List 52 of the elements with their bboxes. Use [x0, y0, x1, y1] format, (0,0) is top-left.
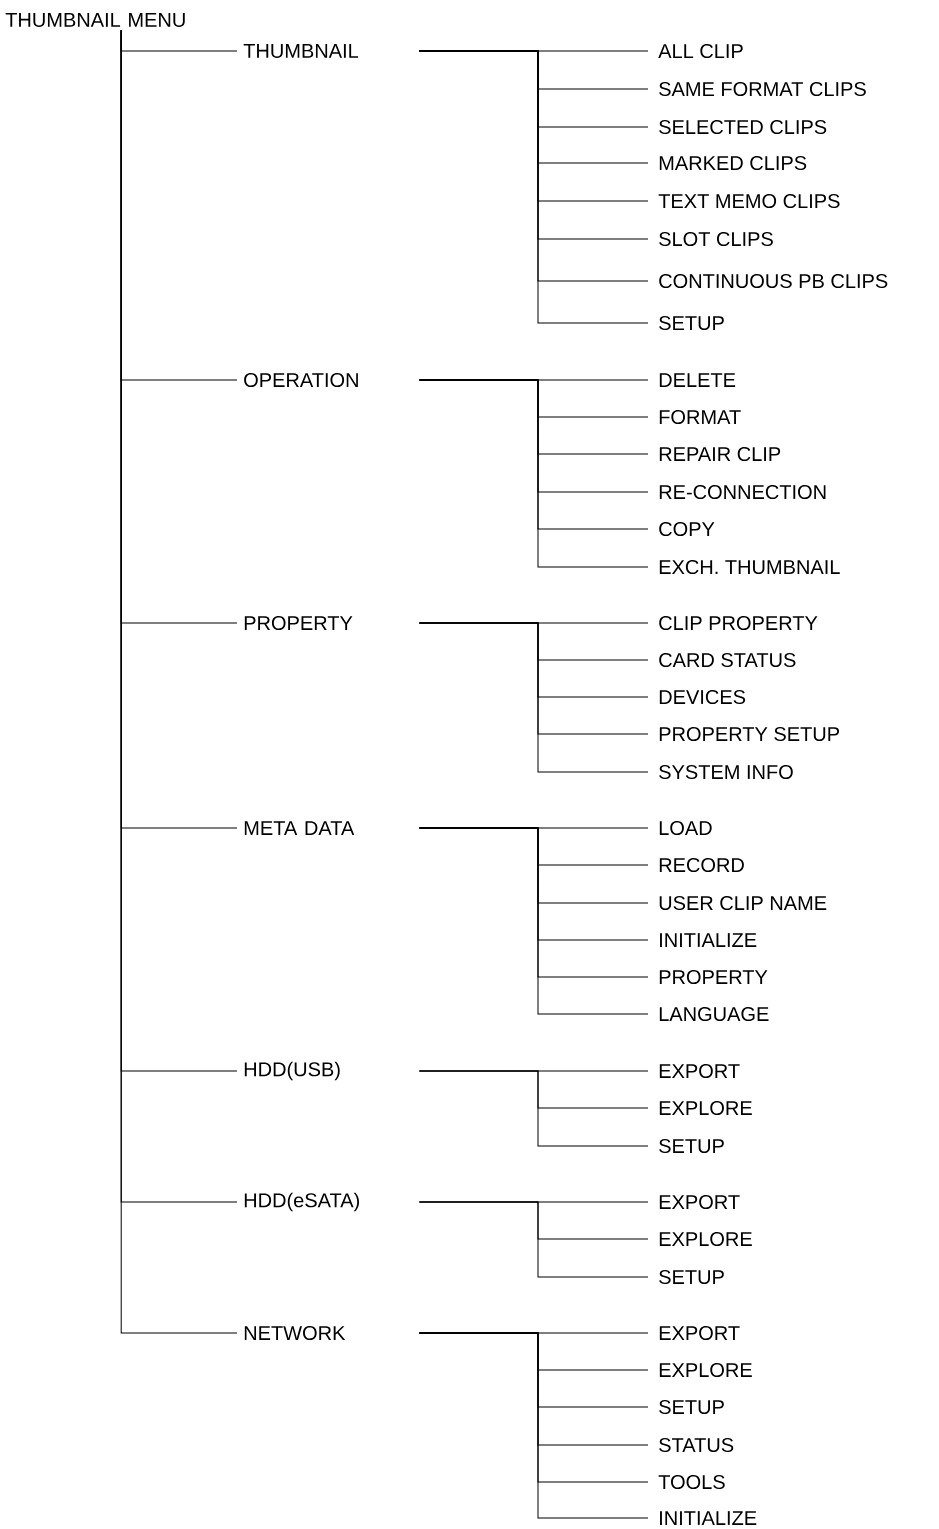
menu-item: EXPLORE	[659, 1362, 752, 1378]
menu-item: EXPLORE	[659, 1100, 752, 1116]
menu-item: DEVICES	[659, 689, 746, 705]
menu-item: PROPERTY SETUP	[659, 726, 839, 742]
menu-category: NETWORK	[244, 1325, 346, 1341]
menu-item: PROPERTY	[659, 969, 768, 985]
menu-category: HDD(eSATA)	[244, 1192, 359, 1212]
menu-category: OPERATION	[244, 372, 358, 388]
menu-item: STATUS	[659, 1437, 734, 1453]
connector-line	[418, 50, 649, 324]
menu-item: COPY	[659, 521, 715, 537]
menu-item: CONTINUOUS PB CLIPS	[659, 273, 888, 289]
menu-item: SELECTED CLIPS	[659, 119, 827, 135]
menu-item: CARD STATUS	[659, 652, 796, 668]
menu-item: SETUP	[659, 1399, 724, 1415]
menu-item: SETUP	[659, 1269, 724, 1285]
menu-item: TEXT MEMO CLIPS	[658, 193, 840, 209]
menu-item: EXPORT	[659, 1325, 740, 1341]
menu-item: ALL CLIP	[658, 43, 743, 59]
menu-category: PROPERTY	[244, 615, 353, 631]
menu-item: CLIP PROPERTY	[659, 615, 818, 631]
menu-item: RECORD	[659, 857, 744, 873]
menu-item: REPAIR CLIP	[659, 446, 781, 462]
connector-line	[418, 622, 649, 773]
menu-item: DELETE	[659, 373, 736, 387]
menu-item: SETUP	[659, 315, 724, 331]
menu-item: SLOT CLIPS	[659, 231, 773, 247]
root-label: THUMBNAIL MENU	[5, 13, 185, 27]
menu-item: INITIALIZE	[660, 933, 757, 947]
menu-item: INITIALIZE	[660, 1511, 757, 1525]
connector-line	[418, 1332, 649, 1519]
menu-item: SETUP	[659, 1138, 724, 1154]
menu-item: SAME FORMAT CLIPS	[659, 81, 866, 97]
menu-item: USER CLIP NAME	[659, 895, 827, 911]
menu-item: EXPORT	[659, 1194, 740, 1210]
menu-item: TOOLS	[658, 1474, 725, 1490]
menu-item: EXPLORE	[659, 1231, 752, 1247]
menu-item: LOAD	[659, 820, 712, 836]
menu-item: MARKED CLIPS	[659, 155, 807, 171]
menu-item: SYSTEM INFO	[659, 764, 793, 780]
menu-item: FORMAT	[659, 409, 741, 425]
menu-category: META DATA	[244, 821, 355, 835]
connector-line	[418, 827, 649, 1015]
connector-line	[418, 1201, 649, 1278]
menu-item: LANGUAGE	[659, 1006, 769, 1022]
connector-line	[418, 379, 649, 568]
menu-category: THUMBNAIL	[243, 44, 359, 58]
connector-line	[418, 1070, 649, 1147]
menu-item: RE-CONNECTION	[659, 484, 826, 500]
menu-category: HDD(USB)	[244, 1061, 340, 1081]
menu-item: EXPORT	[659, 1063, 740, 1079]
menu-item: EXCH. THUMBNAIL	[659, 559, 840, 575]
